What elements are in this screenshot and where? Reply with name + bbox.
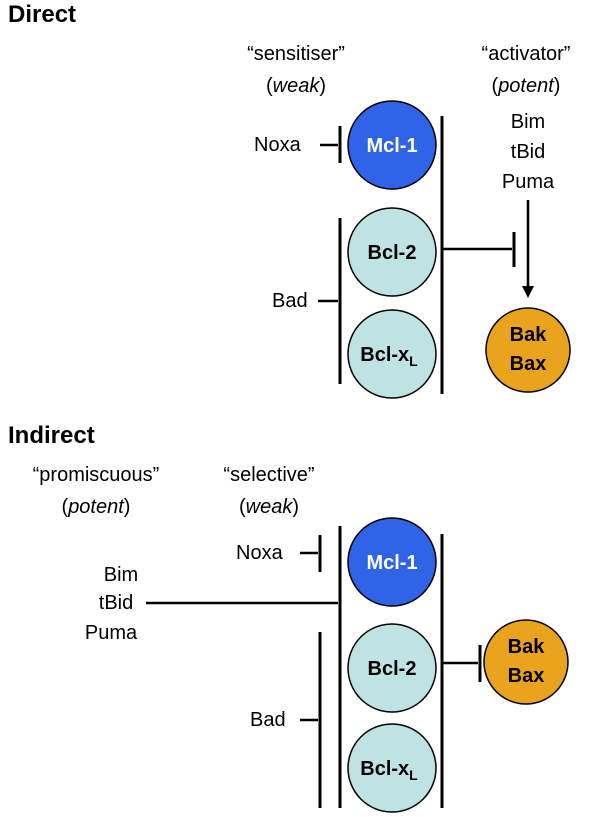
- promiscuous-label: “promiscuous”: [33, 464, 160, 486]
- indirect-bclxl-sub: L: [409, 767, 418, 783]
- activator-strength-word: potent: [497, 75, 555, 97]
- activator-label: “activator”: [482, 43, 571, 65]
- direct-bclxl-node: [347, 309, 437, 399]
- indirect-tbid: tBid: [99, 592, 133, 614]
- direct-bcl2-node: [347, 207, 437, 297]
- promiscuous-strength-word: potent: [67, 496, 125, 518]
- indirect-bclxl-node: [347, 723, 437, 813]
- indirect-bcl2-label: Bcl-2: [368, 658, 417, 680]
- selective-strength: (weak): [239, 496, 299, 518]
- activator-puma: Puma: [502, 171, 555, 193]
- direct-heading: Direct: [8, 1, 76, 28]
- indirect-mcl1-label: Mcl-1: [366, 552, 417, 574]
- direct-bclxl-sub: L: [409, 353, 418, 369]
- selective-label: “selective”: [223, 464, 314, 486]
- indirect-puma: Puma: [85, 622, 138, 644]
- activator-strength: (potent): [492, 75, 561, 97]
- indirect-bak-label: Bak: [508, 636, 546, 658]
- activator-tbid: tBid: [511, 141, 545, 163]
- indirect-bakbax-node: [483, 619, 569, 705]
- sensitiser-label: “sensitiser”: [247, 43, 345, 65]
- indirect-bclxl-main: Bcl-x: [360, 758, 409, 780]
- indirect-heading: Indirect: [8, 422, 95, 449]
- direct-bclxl-label: Bcl-xL: [360, 344, 418, 369]
- direct-bclxl-main: Bcl-x: [360, 344, 409, 366]
- direct-mcl1-node: [347, 100, 437, 190]
- direct-bak-label: Bak: [510, 324, 548, 346]
- activator-arrow-head: [522, 286, 534, 298]
- selective-strength-word: weak: [246, 496, 294, 518]
- direct-noxa-label: Noxa: [254, 134, 302, 156]
- promiscuous-strength: (potent): [62, 496, 131, 518]
- indirect-bclxl-label: Bcl-xL: [360, 758, 418, 783]
- direct-mcl1-label: Mcl-1: [366, 135, 417, 157]
- indirect-noxa-label: Noxa: [236, 542, 284, 564]
- indirect-bim: Bim: [104, 564, 138, 586]
- direct-bcl2-label: Bcl-2: [368, 242, 417, 264]
- activator-bim: Bim: [511, 111, 545, 133]
- direct-bakbax-node: [485, 307, 571, 393]
- direct-bax-label: Bax: [510, 353, 547, 375]
- indirect-bad-label: Bad: [250, 709, 286, 731]
- direct-bad-label: Bad: [272, 290, 308, 312]
- indirect-bax-label: Bax: [508, 665, 545, 687]
- sensitiser-strength: (weak): [266, 75, 326, 97]
- sensitiser-strength-word: weak: [273, 75, 321, 97]
- indirect-mcl1-node: [347, 517, 437, 607]
- indirect-bcl2-node: [347, 623, 437, 713]
